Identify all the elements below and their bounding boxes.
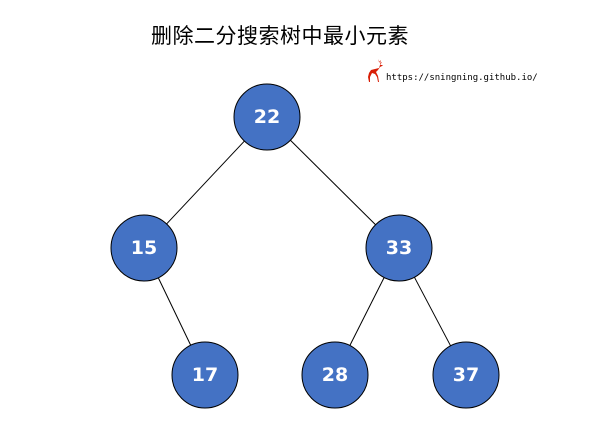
edge-n33-n37 [413, 276, 452, 347]
node-circle [365, 214, 433, 282]
watermark: https://sningning.github.io/ [366, 58, 538, 84]
tree-node-28: 28 [301, 341, 369, 409]
node-circle [432, 341, 500, 409]
node-circle [301, 341, 369, 409]
edge-n22-n15 [166, 140, 245, 225]
edge-n33-n28 [349, 277, 385, 346]
node-circle [233, 83, 301, 151]
edge-n15-n17 [157, 277, 192, 346]
tree-node-22: 22 [233, 83, 301, 151]
tree-node-15: 15 [110, 214, 178, 282]
deer-icon [368, 59, 383, 82]
diagram-title: 删除二分搜索树中最小元素 [151, 24, 409, 48]
tree-node-17: 17 [171, 341, 239, 409]
node-label: 15 [131, 237, 157, 259]
node-label: 37 [453, 364, 479, 386]
watermark-url: https://sningning.github.io/ [386, 73, 538, 83]
tree-node-33: 33 [365, 214, 433, 282]
node-label: 22 [254, 106, 280, 128]
node-label: 17 [192, 364, 218, 386]
node-label: 33 [386, 237, 412, 259]
edge-n22-n33 [290, 139, 376, 226]
node-label: 28 [322, 364, 348, 386]
node-circle [110, 214, 178, 282]
tree-node-37: 37 [432, 341, 500, 409]
node-circle [171, 341, 239, 409]
